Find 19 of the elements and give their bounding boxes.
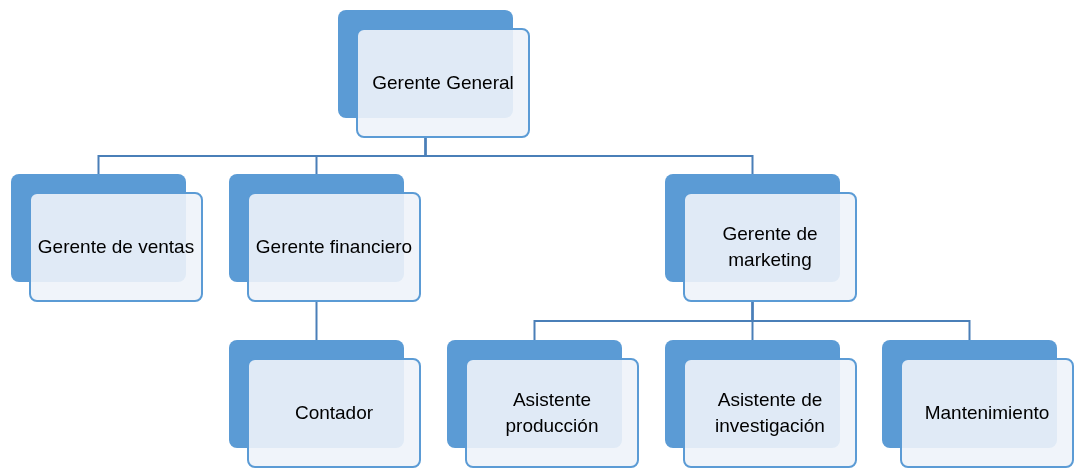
- org-chart-card: [447, 340, 639, 468]
- org-chart-card: [229, 174, 421, 302]
- position-title: Mantenimiento: [924, 401, 1050, 425]
- org-chart-card: [882, 340, 1074, 468]
- org-chart-card: [665, 174, 857, 302]
- org-chart-card: [229, 340, 421, 468]
- org-chart-card: [338, 10, 530, 138]
- position-title: Asistente de investigación: [714, 388, 826, 438]
- position-title: Asistente producción: [504, 388, 600, 438]
- connector-line: [424, 137, 754, 175]
- position-title: Gerente General: [372, 71, 514, 95]
- connector-line: [751, 301, 971, 341]
- org-chart-card: [665, 340, 857, 468]
- connector-line: [315, 301, 318, 341]
- position-title: Gerente de marketing: [721, 222, 819, 272]
- position-title: Gerente financiero: [255, 235, 413, 259]
- position-title: Gerente de ventas: [37, 235, 195, 259]
- position-title: Contador: [294, 401, 374, 425]
- org-chart-card: [11, 174, 203, 302]
